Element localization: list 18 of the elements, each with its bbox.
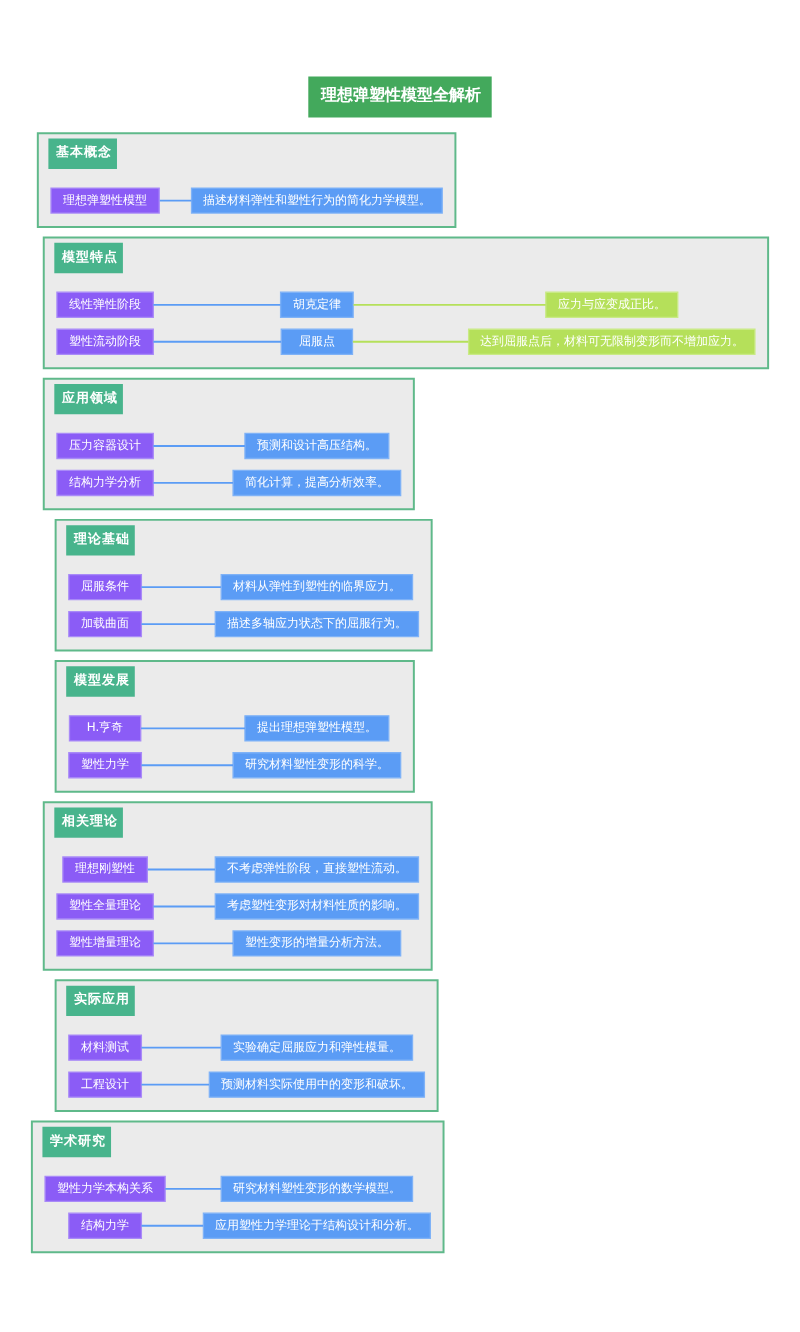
connector xyxy=(140,1223,205,1226)
connector xyxy=(152,444,246,446)
connector xyxy=(140,1082,211,1085)
connector xyxy=(158,198,193,201)
connector xyxy=(152,302,282,305)
connector xyxy=(140,763,234,766)
connector xyxy=(351,339,470,342)
connector xyxy=(152,481,234,483)
connector xyxy=(140,726,246,729)
connector xyxy=(152,941,234,944)
connector xyxy=(152,904,216,907)
connector xyxy=(152,339,283,342)
connector xyxy=(352,302,547,305)
connector xyxy=(140,1045,222,1048)
connector xyxy=(164,1186,223,1189)
connector xyxy=(140,585,222,588)
connector xyxy=(146,867,216,870)
connector xyxy=(140,622,216,625)
